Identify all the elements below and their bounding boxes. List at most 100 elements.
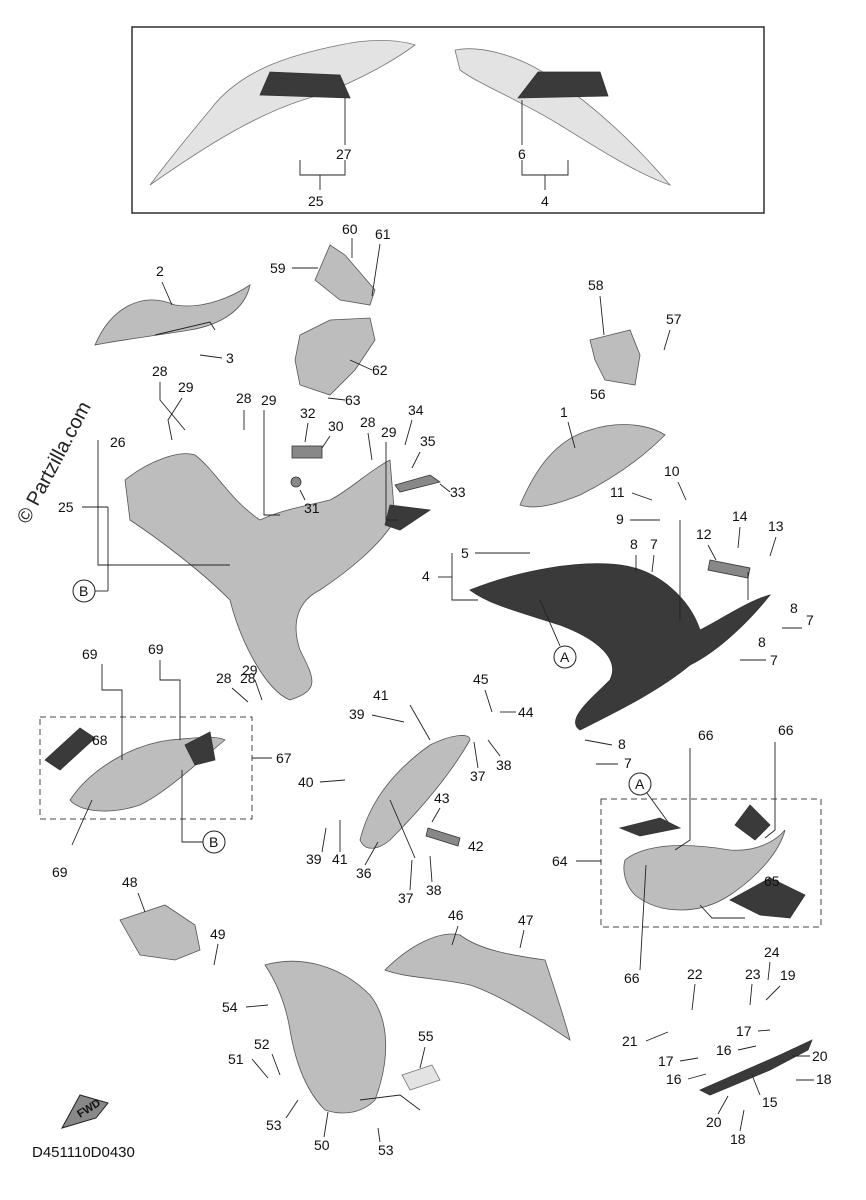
- label-23: 23: [745, 966, 761, 982]
- label-49: 49: [210, 926, 226, 942]
- label-28-d: 28: [240, 670, 256, 686]
- label-41-b: 41: [332, 851, 348, 867]
- label-32: 32: [300, 405, 316, 421]
- label-68: 68: [92, 732, 108, 748]
- label-45: 45: [473, 671, 489, 687]
- label-41-a: 41: [373, 687, 389, 703]
- label-69-b: 69: [148, 641, 164, 657]
- label-63: 63: [345, 392, 361, 408]
- label-28-c: 28: [360, 414, 376, 430]
- leader-18-b: [739, 1109, 745, 1132]
- part-42: [425, 827, 461, 847]
- leader-29-a: [167, 397, 183, 441]
- leader-25-top: [299, 160, 346, 176]
- label-53-a: 53: [266, 1117, 282, 1133]
- leader-13: [769, 536, 777, 557]
- label-7-d: 7: [624, 755, 632, 771]
- label-28-e: 28: [216, 670, 232, 686]
- leader-34: [404, 419, 413, 446]
- part-4-fairing: [469, 563, 772, 731]
- leader-3a: [154, 321, 216, 336]
- label-22: 22: [687, 966, 703, 982]
- label-20-a: 20: [812, 1048, 828, 1064]
- label-1: 1: [560, 404, 568, 420]
- leader-66-a: [674, 748, 691, 851]
- leader-4-top: [521, 160, 569, 176]
- leader-15: [751, 1074, 761, 1096]
- label-40: 40: [298, 774, 314, 790]
- leader-32: [304, 422, 309, 443]
- leader-37-b: [409, 859, 413, 891]
- part-33: [394, 474, 441, 493]
- group-64-frame: [600, 798, 822, 928]
- part-25-fairing: [124, 453, 396, 701]
- label-17-b: 17: [658, 1053, 674, 1069]
- part-67-insert: [184, 731, 216, 766]
- leader-49: [213, 943, 219, 966]
- leader-28-d: [231, 687, 249, 703]
- leader-29-d: [254, 679, 263, 701]
- part-30: [291, 445, 323, 459]
- label-25-top: 25: [308, 193, 324, 209]
- leader-69-a: [101, 664, 123, 760]
- leader-10: [677, 481, 687, 501]
- part-55: [401, 1064, 441, 1091]
- part-65: [729, 877, 806, 919]
- label-12: 12: [696, 526, 712, 542]
- inset-frame: [131, 26, 765, 214]
- leader-58: [599, 295, 605, 336]
- label-58: 58: [588, 277, 604, 293]
- part-67: [69, 736, 226, 812]
- leader-7-a: [651, 554, 655, 573]
- label-30: 30: [328, 418, 344, 434]
- label-24: 24: [764, 944, 780, 960]
- label-42: 42: [468, 838, 484, 854]
- leader-66-b: [764, 742, 776, 839]
- inset-left-decal: [259, 71, 351, 99]
- leader-14: [737, 526, 741, 549]
- part-31: [290, 476, 302, 488]
- label-47: 47: [518, 912, 534, 928]
- inset-right-decal: [517, 71, 609, 99]
- label-14: 14: [732, 508, 748, 524]
- label-62: 62: [372, 362, 388, 378]
- leader-28-a: [159, 382, 186, 431]
- callout-a-2: [628, 772, 652, 796]
- label-60: 60: [342, 221, 358, 237]
- label-69-a: 69: [82, 646, 98, 662]
- leader-66-c: [639, 864, 647, 971]
- leader-21: [645, 1031, 669, 1042]
- part-50: [264, 960, 387, 1114]
- label-55: 55: [418, 1028, 434, 1044]
- leader-65: [699, 904, 745, 919]
- leader-43: [431, 807, 441, 823]
- group-67-frame: [39, 716, 253, 820]
- leader-63: [327, 397, 346, 401]
- leader-19: [765, 985, 781, 1001]
- label-43: 43: [434, 790, 450, 806]
- leader-39-b: [321, 827, 327, 853]
- leader-35: [411, 451, 421, 469]
- leader-38-b: [429, 855, 433, 883]
- leader-20-b: [717, 1095, 729, 1115]
- label-44: 44: [518, 704, 534, 720]
- label-4-top: 4: [541, 193, 549, 209]
- label-5: 5: [461, 545, 469, 561]
- label-28-b: 28: [236, 390, 252, 406]
- leader-38-a: [487, 739, 501, 757]
- part-46: [384, 933, 571, 1041]
- part-56: [589, 329, 641, 386]
- label-51: 51: [228, 1051, 244, 1067]
- leader-62: [349, 359, 373, 371]
- leader-11: [631, 492, 653, 501]
- label-6: 6: [518, 146, 526, 162]
- label-2: 2: [156, 263, 164, 279]
- label-29-b: 29: [261, 392, 277, 408]
- leader-47: [519, 929, 525, 949]
- leader-37-a: [473, 741, 479, 769]
- label-20-b: 20: [706, 1114, 722, 1130]
- leader-69-c: [71, 799, 93, 846]
- leader-26-b: [97, 440, 230, 566]
- part-15: [699, 1039, 813, 1096]
- label-66-a: 66: [698, 727, 714, 743]
